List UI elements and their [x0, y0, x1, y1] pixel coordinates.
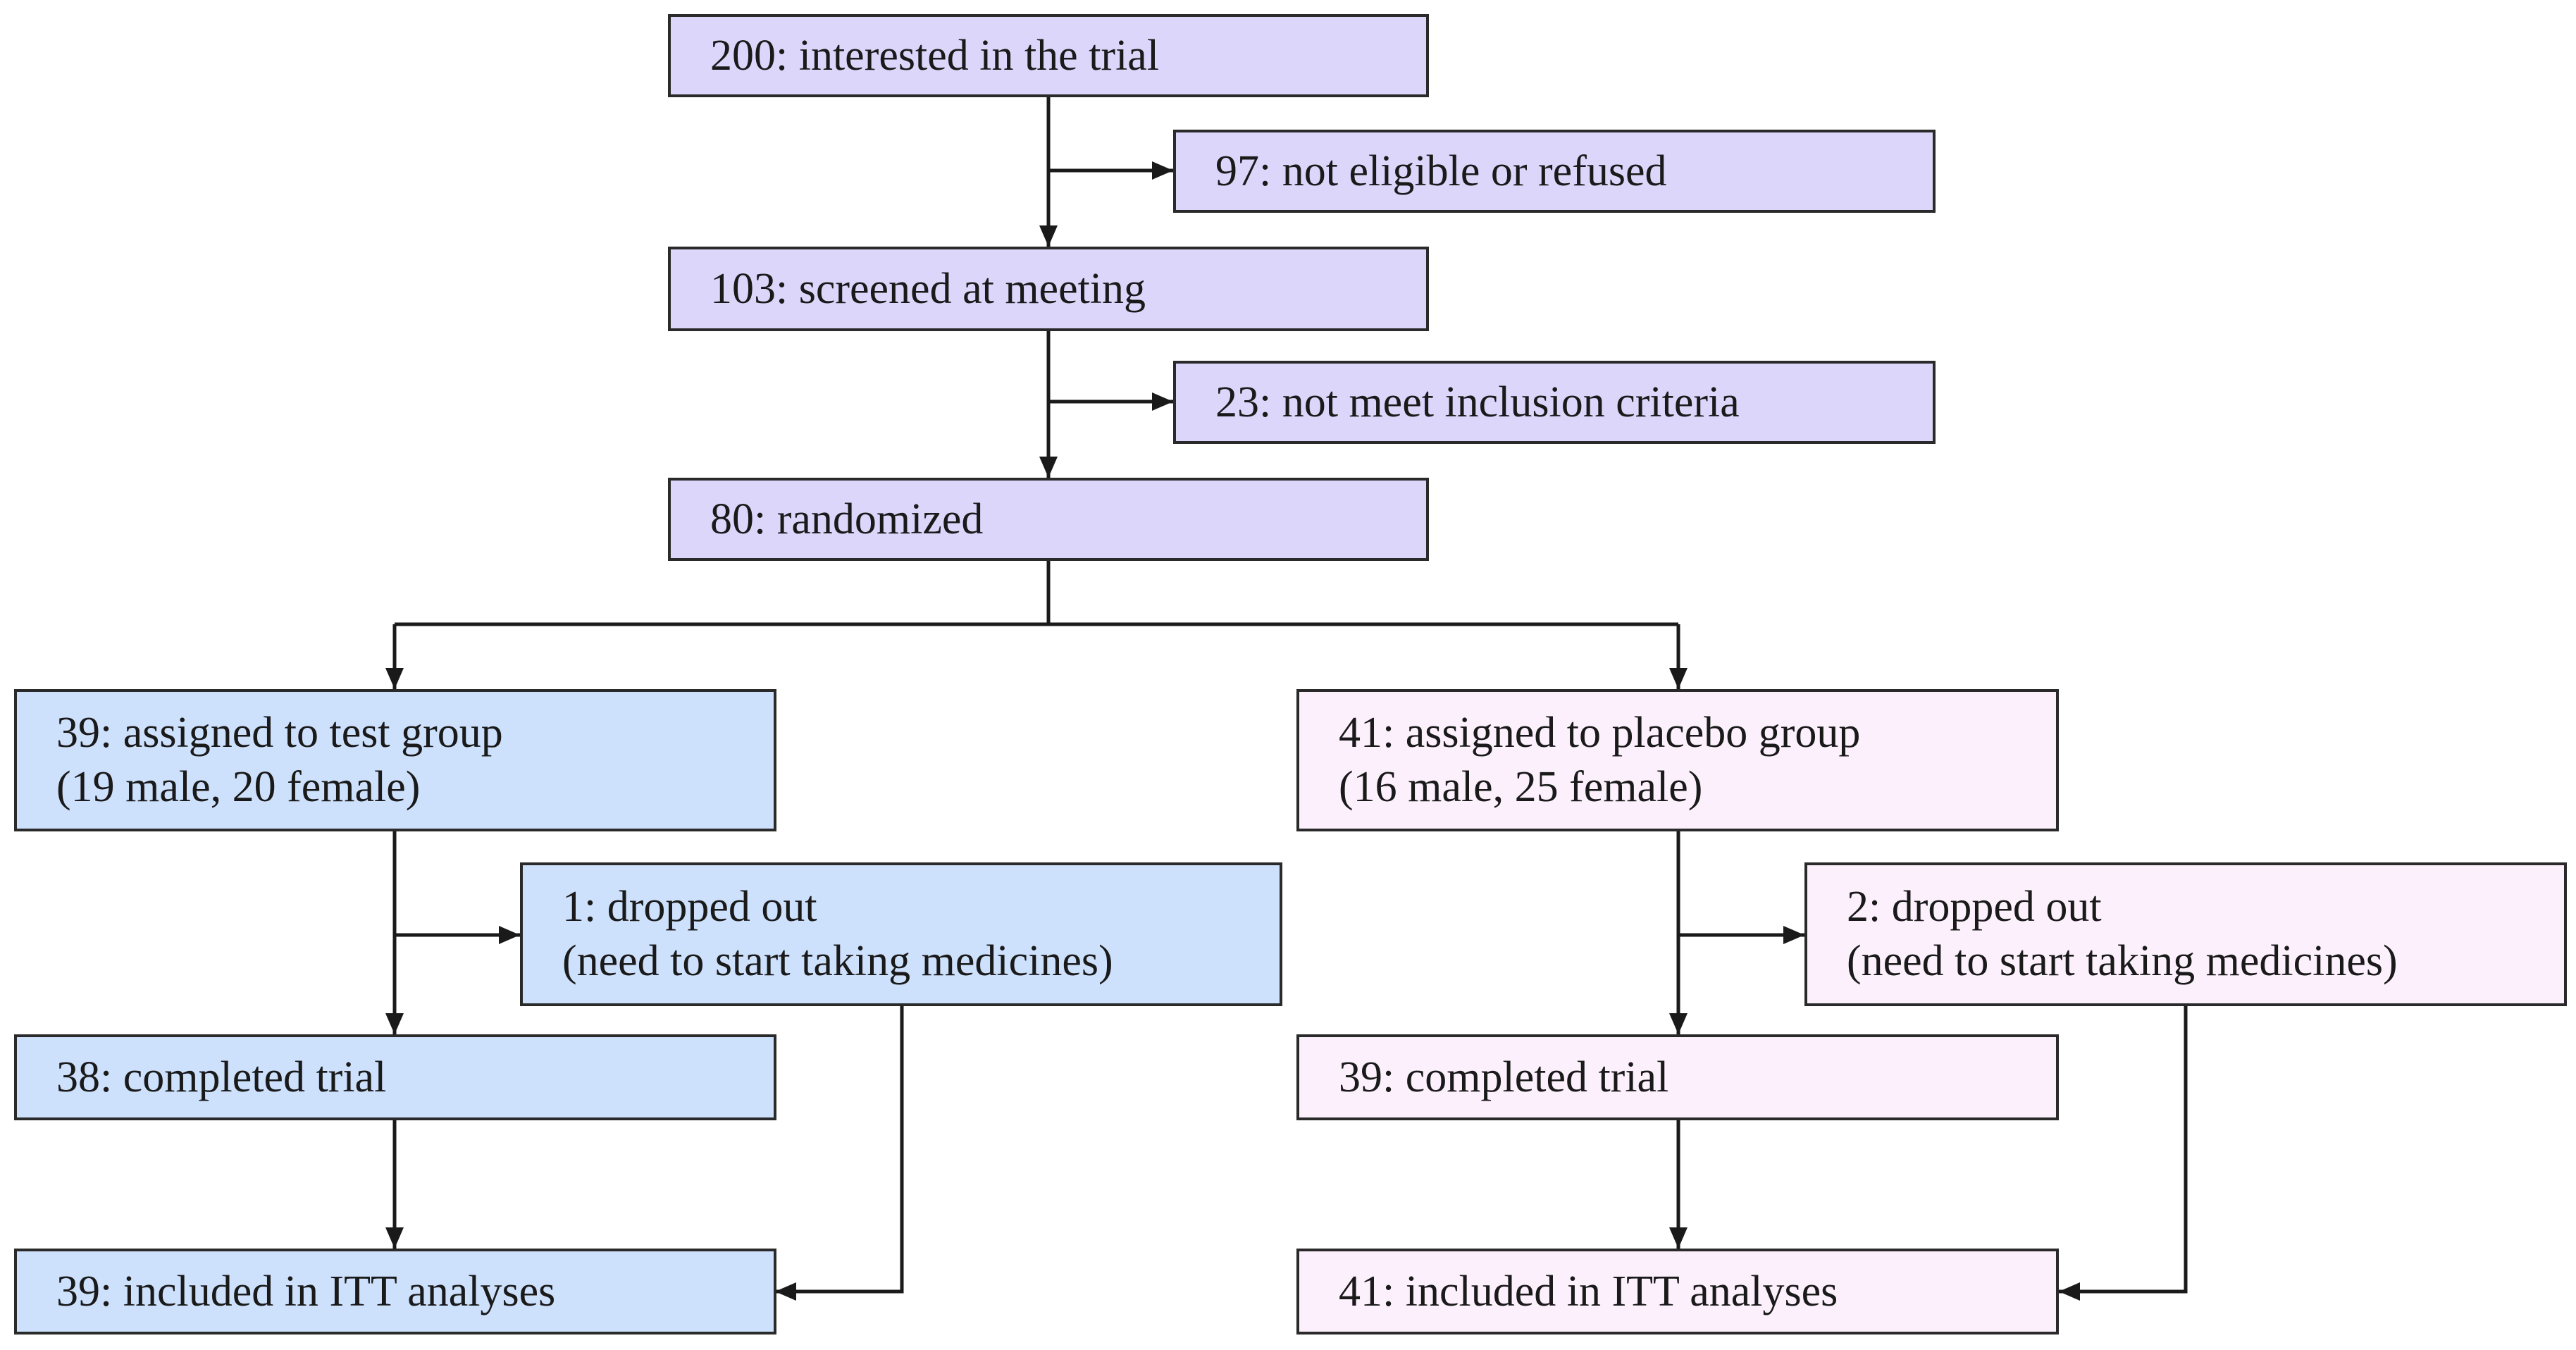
box-test-itt: 39: included in ITT analyses	[14, 1249, 776, 1334]
box-test-assigned-line1: 39: assigned to test group	[56, 709, 503, 757]
box-not-meet-text: 23: not meet inclusion criteria	[1215, 378, 1740, 426]
box-test-dropped-line1: 1: dropped out	[562, 883, 817, 931]
box-not-eligible-text: 97: not eligible or refused	[1215, 147, 1667, 195]
box-placebo-dropped: 2: dropped out (need to start taking med…	[1804, 862, 2567, 1006]
box-placebo-itt: 41: included in ITT analyses	[1296, 1249, 2059, 1334]
box-placebo-completed: 39: completed trial	[1296, 1034, 2059, 1120]
box-randomized-text: 80: randomized	[710, 495, 984, 543]
box-screened: 103: screened at meeting	[668, 247, 1429, 331]
arrow-test-dropped-to-itt	[775, 1006, 904, 1301]
box-test-itt-text: 39: included in ITT analyses	[56, 1267, 556, 1315]
box-randomized: 80: randomized	[668, 478, 1429, 561]
box-placebo-dropped-line2: (need to start taking medicines)	[1847, 937, 2398, 985]
box-not-eligible: 97: not eligible or refused	[1173, 130, 1936, 213]
box-test-dropped: 1: dropped out (need to start taking med…	[520, 862, 1282, 1006]
box-placebo-assigned: 41: assigned to placebo group (16 male, …	[1296, 689, 2059, 831]
box-screened-text: 103: screened at meeting	[710, 264, 1146, 313]
box-interested-text: 200: interested in the trial	[710, 31, 1160, 80]
arrow-placebo-dropped-to-itt	[2059, 1006, 2188, 1301]
box-test-completed-text: 38: completed trial	[56, 1053, 387, 1101]
box-test-assigned-line2: (19 male, 20 female)	[56, 763, 421, 811]
box-test-dropped-line2: (need to start taking medicines)	[562, 937, 1113, 985]
box-placebo-completed-text: 39: completed trial	[1339, 1053, 1669, 1101]
box-placebo-dropped-line1: 2: dropped out	[1847, 883, 2102, 931]
box-not-meet: 23: not meet inclusion criteria	[1173, 361, 1936, 444]
box-placebo-assigned-line1: 41: assigned to placebo group	[1339, 709, 1861, 757]
box-test-completed: 38: completed trial	[14, 1034, 776, 1120]
box-placebo-itt-text: 41: included in ITT analyses	[1339, 1267, 1838, 1315]
box-placebo-assigned-line2: (16 male, 25 female)	[1339, 763, 1703, 811]
box-test-assigned: 39: assigned to test group (19 male, 20 …	[14, 689, 776, 831]
box-interested: 200: interested in the trial	[668, 14, 1429, 97]
